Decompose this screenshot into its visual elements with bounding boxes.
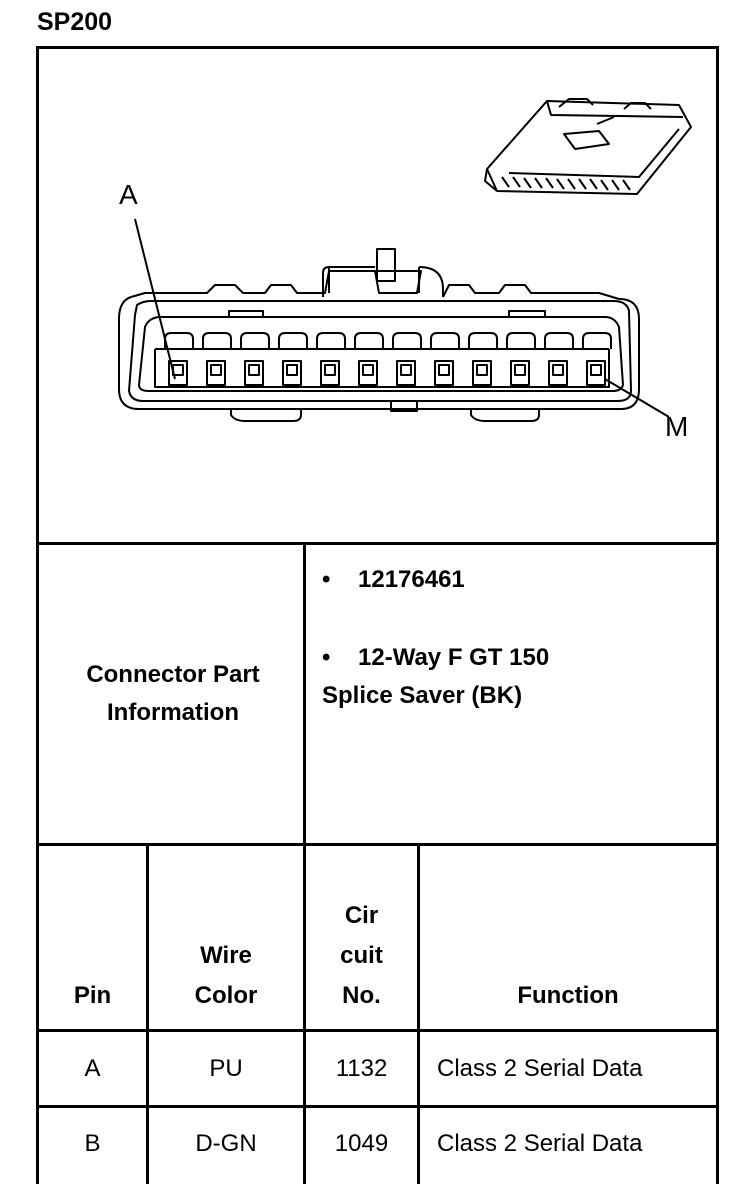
connector-diagram: A M: [39, 49, 716, 543]
row-b-pin: B: [84, 1130, 101, 1157]
divider-info-col: [303, 542, 306, 846]
pin-label-a: A: [119, 179, 138, 210]
row-b-wire-color: D-GN: [195, 1130, 257, 1157]
divider-row-a: [36, 1105, 719, 1108]
connector-drawing: [118, 98, 692, 422]
header-circuit-no: Cir cuit No.: [340, 902, 383, 1009]
bullet-icon: •: [322, 644, 331, 671]
page-title: SP200: [37, 8, 113, 36]
divider-header: [36, 1029, 719, 1032]
connector-table-frame: [36, 46, 719, 1184]
connector-face: [118, 248, 640, 422]
row-b-circuit: 1049: [334, 1130, 389, 1157]
description-item: • 12-Way F GT 150: [322, 644, 549, 672]
divider-col-wire: [303, 843, 306, 1184]
divider-diagram: [36, 542, 719, 545]
part-number: 12176461: [358, 566, 465, 593]
connector-description-line1: 12-Way F GT 150: [358, 644, 550, 671]
row-a-function: Class 2 Serial Data: [437, 1055, 643, 1082]
divider-info: [36, 843, 719, 846]
leader-line-a: [134, 218, 176, 380]
row-a-circuit: 1132: [335, 1055, 388, 1082]
connector-part-info-label: Connector Part Information: [42, 656, 304, 732]
part-number-item: • 12176461: [322, 566, 465, 594]
divider-col-pin: [146, 843, 149, 1184]
leader-line-m: [604, 378, 670, 418]
connector-part-info-line2: Information: [107, 699, 239, 726]
row-a-wire-color: PU: [209, 1055, 243, 1082]
pin-label-m: M: [665, 411, 689, 442]
bullet-icon: •: [322, 566, 331, 593]
header-wire-color: Wire Color: [194, 942, 258, 1009]
terminal-cavities: [164, 332, 612, 386]
divider-col-circuit: [417, 843, 420, 1184]
row-b-function: Class 2 Serial Data: [437, 1130, 643, 1157]
row-a-pin: A: [84, 1055, 101, 1082]
header-pin: Pin: [73, 982, 112, 1009]
connector-description-line2: Splice Saver (BK): [322, 682, 523, 709]
connector-thumbnail: [484, 98, 692, 195]
connector-part-info-line1: Connector Part: [86, 661, 260, 688]
header-function: Function: [517, 982, 619, 1009]
